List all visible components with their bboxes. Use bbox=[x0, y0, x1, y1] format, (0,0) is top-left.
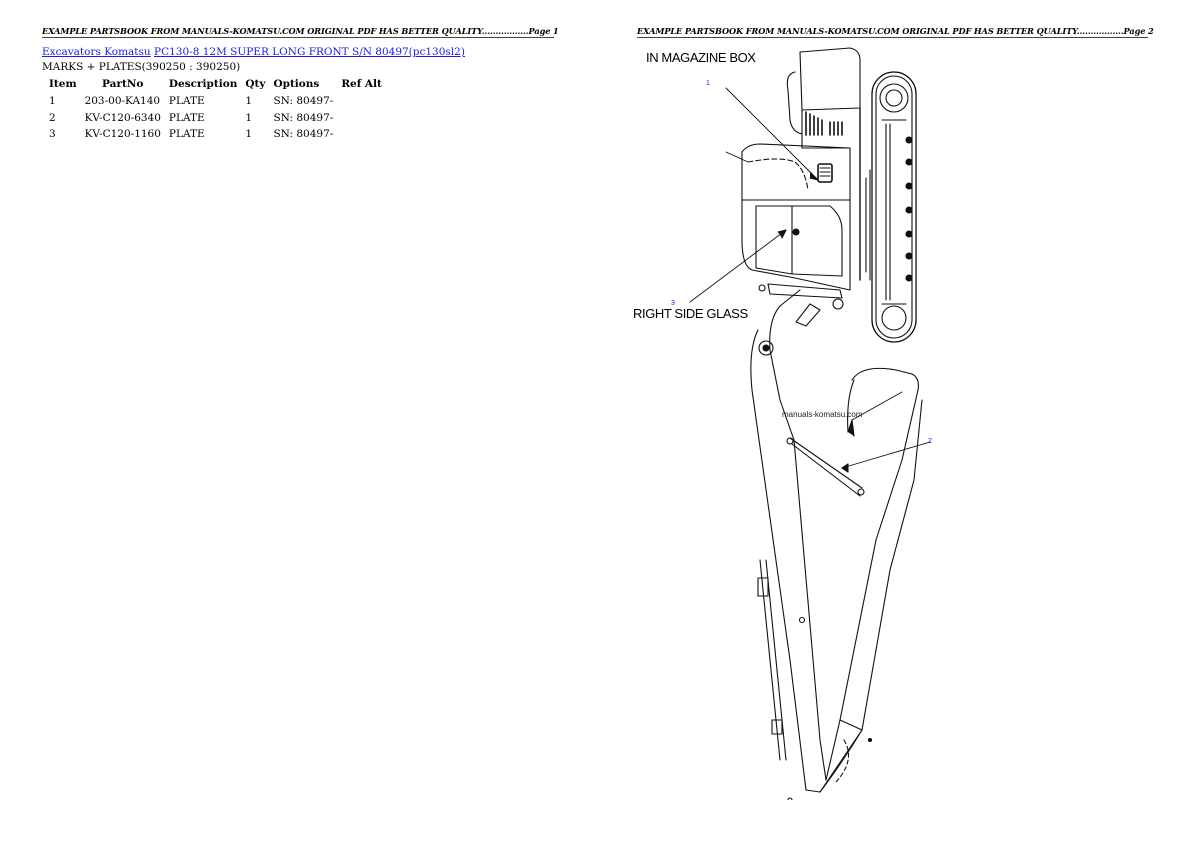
parts-diagram: IN MAGAZINE BOX RIGHT SIDE GLASS 1 2 3 m… bbox=[630, 40, 970, 803]
column-header-partno: PartNo bbox=[102, 78, 144, 90]
section-title: MARKS + PLATES(390250 : 390250) bbox=[42, 61, 241, 73]
cell-part-no: KV-C120-1160 bbox=[84, 128, 161, 141]
table-row: 2 KV-C120-6340 PLATE 1 SN: 80497- bbox=[45, 110, 386, 127]
cell-ref-alt bbox=[337, 110, 386, 127]
cell-options: SN: 80497- bbox=[273, 111, 334, 124]
cell-item: 2 bbox=[49, 111, 56, 124]
label-in-magazine-box: IN MAGAZINE BOX bbox=[646, 50, 756, 65]
callout-1[interactable]: 1 bbox=[706, 80, 710, 87]
watermark: manuals-komatsu.com bbox=[782, 410, 863, 419]
cell-description: PLATE bbox=[168, 128, 205, 141]
breadcrumb-category-link[interactable]: Excavators Komatsu bbox=[42, 46, 151, 58]
cell-qty: 1 bbox=[245, 95, 253, 108]
header-divider bbox=[42, 37, 554, 38]
callout-3[interactable]: 3 bbox=[671, 300, 675, 307]
header-divider bbox=[637, 37, 1148, 38]
cell-qty: 1 bbox=[245, 128, 253, 141]
breadcrumb: Excavators Komatsu PC130-8 12M SUPER LON… bbox=[42, 46, 465, 58]
cell-part-no: 203-00-KA140 bbox=[84, 95, 161, 108]
cell-ref-alt bbox=[337, 126, 386, 143]
column-header-description: Description bbox=[168, 78, 238, 90]
column-header-item: Item bbox=[49, 78, 77, 90]
cell-description: PLATE bbox=[168, 111, 205, 124]
cell-options: SN: 80497- bbox=[273, 95, 334, 108]
page-2: EXAMPLE PARTSBOOK FROM MANUALS-KOMATSU.C… bbox=[595, 0, 1190, 842]
page-header: EXAMPLE PARTSBOOK FROM MANUALS-KOMATSU.C… bbox=[637, 26, 1154, 36]
column-header-ref-alt: Ref Alt bbox=[341, 78, 382, 90]
cell-options: SN: 80497- bbox=[273, 128, 334, 141]
page-1: EXAMPLE PARTSBOOK FROM MANUALS-KOMATSU.C… bbox=[42, 26, 559, 143]
callout-2[interactable]: 2 bbox=[928, 438, 932, 445]
label-right-side-glass: RIGHT SIDE GLASS bbox=[633, 306, 748, 321]
table-row: 1 203-00-KA140 PLATE 1 SN: 80497- bbox=[45, 93, 386, 110]
cell-item: 3 bbox=[49, 128, 56, 141]
cell-item: 1 bbox=[49, 95, 56, 108]
cell-ref-alt bbox=[337, 93, 386, 110]
column-header-qty: Qty bbox=[245, 78, 266, 90]
cell-qty: 1 bbox=[245, 111, 253, 124]
cell-part-no: KV-C120-6340 bbox=[84, 111, 161, 124]
column-header-options: Options bbox=[273, 78, 320, 90]
parts-table: Item PartNo Description Qty Options Ref … bbox=[45, 77, 386, 143]
breadcrumb-model-link[interactable]: PC130-8 12M SUPER LONG FRONT S/N 80497(p… bbox=[154, 46, 465, 58]
cell-description: PLATE bbox=[168, 95, 205, 108]
table-row: 3 KV-C120-1160 PLATE 1 SN: 80497- bbox=[45, 126, 386, 143]
table-header-row: Item PartNo Description Qty Options Ref … bbox=[45, 77, 386, 93]
excavator-line-drawing bbox=[689, 47, 931, 803]
page-header: EXAMPLE PARTSBOOK FROM MANUALS-KOMATSU.C… bbox=[42, 26, 559, 36]
